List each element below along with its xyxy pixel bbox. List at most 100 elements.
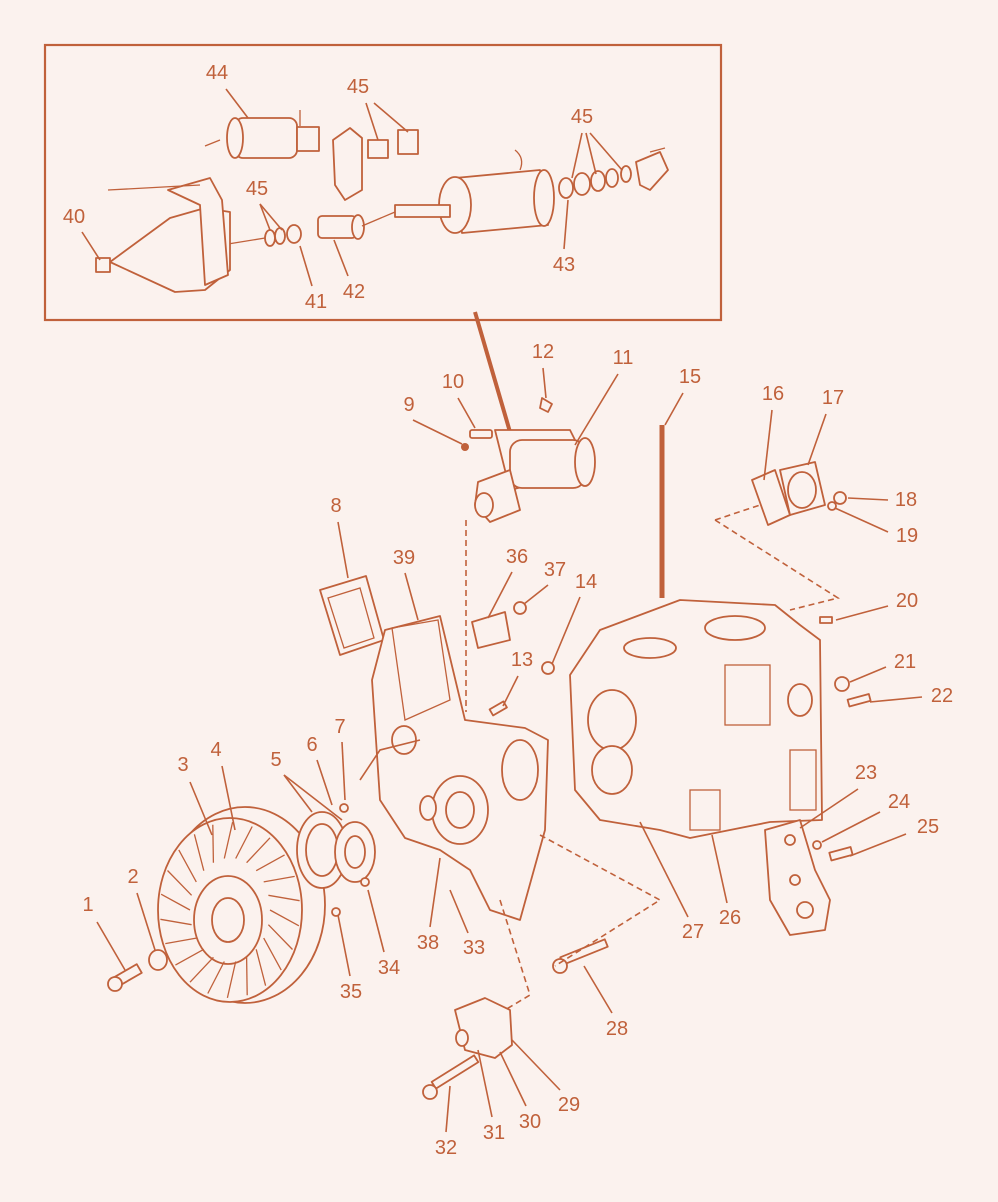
callout-33: 33 (449, 889, 485, 959)
callout-26: 26 (711, 834, 741, 929)
fin (263, 875, 295, 883)
leader-line (711, 834, 728, 904)
leader-line (81, 231, 101, 261)
callout-number: 11 (613, 347, 634, 369)
callout-23: 23 (799, 762, 877, 829)
leader-line (449, 889, 469, 934)
fin (255, 949, 267, 986)
callout-number: 13 (511, 649, 533, 671)
callout-number: 29 (558, 1094, 580, 1116)
leader-line (487, 571, 513, 619)
callout-2: 2 (127, 866, 156, 951)
leader-line (542, 367, 547, 399)
callout-number: 3 (177, 754, 188, 776)
callout-number: 19 (896, 525, 918, 547)
leader-line (639, 821, 689, 918)
callout-number: 27 (682, 921, 704, 943)
lower-cover-part (422, 997, 513, 1100)
callout-37: 37 (523, 559, 566, 605)
solenoid-part (204, 110, 320, 159)
flywheel-bolt-part (107, 949, 168, 992)
callout-27: 27 (639, 821, 704, 943)
callout-number: 28 (606, 1018, 628, 1040)
callout-38: 38 (417, 857, 441, 954)
fin (207, 961, 225, 994)
leader-line (499, 1051, 527, 1107)
fin (175, 948, 205, 966)
fin (246, 837, 271, 864)
starter-inset-panel (43, 43, 723, 433)
callout-16: 16 (762, 383, 784, 481)
fin (178, 849, 197, 883)
drive-pinion-part (317, 211, 396, 240)
callout-number: 26 (719, 907, 741, 929)
fin (160, 893, 191, 911)
callout-45b: 45 (246, 178, 283, 231)
callout-number: 45 (246, 178, 268, 200)
callout-32: 32 (435, 1085, 457, 1159)
callout-number: 25 (917, 816, 939, 838)
timing-case-part (371, 615, 549, 921)
callout-24: 24 (821, 791, 910, 843)
leader-line (136, 892, 156, 951)
callout-8: 8 (330, 495, 349, 579)
callout-3: 3 (177, 754, 213, 836)
callout-18: 18 (847, 489, 917, 511)
callout-17: 17 (807, 387, 844, 466)
fin (160, 918, 192, 926)
fin (269, 909, 300, 927)
leader-line (821, 811, 881, 843)
callout-20: 20 (835, 590, 918, 621)
callout-21: 21 (849, 651, 916, 683)
leader-line (225, 88, 249, 119)
leader-line (511, 1039, 561, 1091)
leader-line (574, 373, 619, 446)
brush-holder-part (332, 127, 419, 201)
flywheel-fins (160, 821, 300, 999)
callout-number: 22 (931, 685, 953, 707)
callout-number: 15 (679, 366, 701, 388)
leader-line (502, 675, 519, 707)
callout-number: 23 (855, 762, 877, 784)
leader-line (847, 497, 889, 501)
callout-14: 14 (551, 571, 597, 665)
callout-number: 24 (888, 791, 910, 813)
callout-number: 30 (519, 1111, 541, 1133)
fin (193, 834, 205, 871)
callout-number: 36 (506, 546, 528, 568)
callout-number: 41 (305, 291, 327, 313)
callout-10: 10 (442, 371, 476, 429)
leader-line (365, 102, 379, 141)
callout-29: 29 (511, 1039, 580, 1116)
leader-line (523, 584, 549, 605)
fin (235, 826, 253, 859)
leader-line (849, 666, 887, 683)
leader-line (583, 965, 613, 1014)
leader-line (589, 132, 623, 171)
callout-number: 12 (532, 341, 554, 363)
callout-number: 38 (417, 932, 439, 954)
callout-number: 10 (442, 371, 464, 393)
leader-line (337, 521, 349, 579)
fin (165, 937, 197, 945)
leader-line (835, 605, 889, 621)
callout-number: 5 (270, 749, 281, 771)
callout-36: 36 (487, 546, 528, 619)
callout-number: 17 (822, 387, 844, 409)
leader-line (259, 203, 271, 231)
small-fasteners-part (461, 397, 553, 451)
leader-line (807, 413, 827, 466)
leader-line (412, 419, 463, 445)
callout-28: 28 (583, 965, 628, 1040)
leader-line (221, 765, 236, 831)
callout-25: 25 (849, 816, 939, 857)
leader-line (585, 132, 597, 175)
leader-line (373, 102, 409, 133)
fin (245, 957, 248, 996)
callout-number: 34 (378, 957, 400, 979)
leader-line (869, 696, 923, 703)
leader-line (367, 889, 385, 953)
callout-35: 35 (337, 914, 362, 1003)
callout-number: 14 (575, 571, 597, 593)
